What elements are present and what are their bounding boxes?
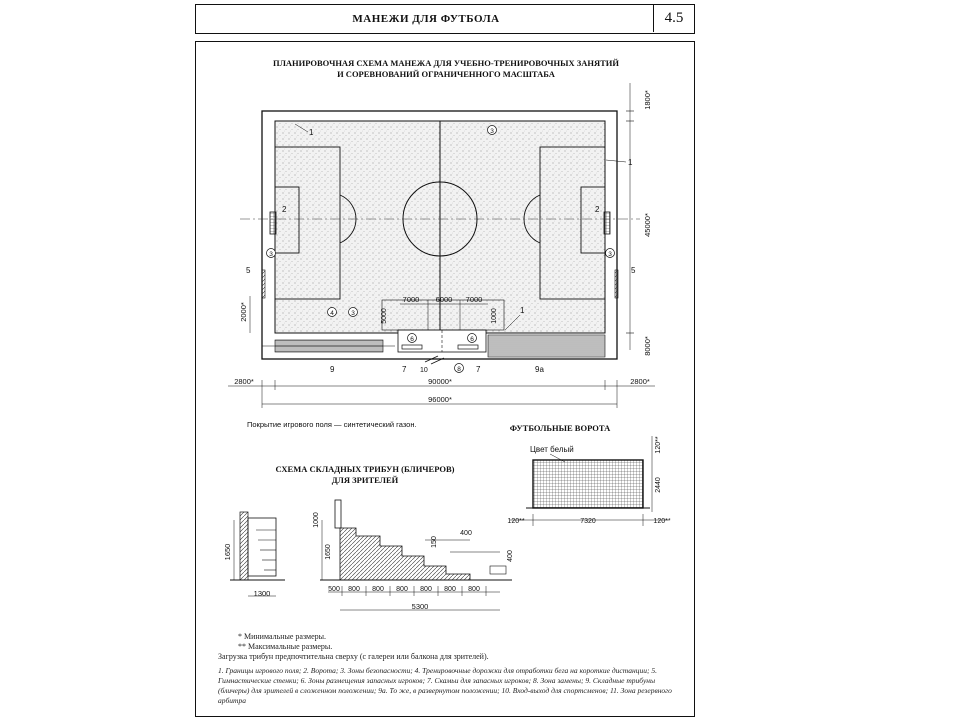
goal-dim-height: 2440 bbox=[655, 477, 662, 493]
goal-net bbox=[532, 459, 644, 509]
goal-color-label: Цвет белый bbox=[530, 445, 574, 454]
sheet-header: МАНЕЖИ ДЛЯ ФУТБОЛА 4.5 bbox=[195, 4, 695, 34]
open-dim-h2: 1650 bbox=[325, 544, 332, 560]
sheet-number: 4.5 bbox=[653, 5, 694, 32]
callout-9a: 9а bbox=[535, 365, 544, 374]
dim-field-width: 90000* bbox=[428, 377, 452, 386]
callout-10: 10 bbox=[420, 367, 428, 374]
drawing-sheet bbox=[195, 41, 695, 717]
dim-right-margin: 2800* bbox=[630, 377, 650, 386]
goal-right bbox=[603, 211, 611, 235]
callout-3a: 3 bbox=[490, 128, 494, 135]
callout-2b: 2 bbox=[595, 205, 600, 214]
callout-1b: 1 bbox=[628, 158, 633, 167]
callout-7b: 7 bbox=[476, 365, 481, 374]
footnotes: * Минимальные размеры. ** Максимальные р… bbox=[218, 632, 688, 706]
callout-7a: 7 bbox=[402, 365, 407, 374]
dim-bench-height: 5000 bbox=[381, 308, 388, 324]
dim-bench-2: 6000 bbox=[436, 295, 453, 304]
callout-3b: 3 bbox=[269, 251, 273, 258]
dim-bench-1: 7000 bbox=[403, 295, 420, 304]
bench-zone-outline bbox=[381, 299, 505, 331]
goal-dim-top: 120** bbox=[655, 436, 662, 453]
goal-title: ФУТБОЛЬНЫЕ ВОРОТА bbox=[510, 423, 611, 433]
stands-folded-section: 1650 1300 bbox=[223, 511, 285, 598]
open-step-width-label: 800 bbox=[372, 586, 384, 593]
goal-dim-left: 120** bbox=[507, 518, 524, 525]
dim-top-right: 1800* bbox=[643, 90, 652, 110]
footnote-min: * Минимальные размеры. bbox=[238, 632, 327, 641]
callout-6a: 6 bbox=[410, 336, 414, 343]
open-step-width-label: 500 bbox=[328, 586, 340, 593]
dim-right-bottom: 8000* bbox=[643, 336, 652, 356]
dim-total-width: 96000* bbox=[428, 395, 452, 404]
dim-bench-3: 7000 bbox=[466, 295, 483, 304]
open-step-width-label: 800 bbox=[348, 586, 360, 593]
folded-dim-width: 1300 bbox=[254, 589, 271, 598]
plan-title-line2: И СОРЕВНОВАНИЙ ОГРАНИЧЕННОГО МАСШТАБА bbox=[337, 69, 556, 79]
callout-1a: 1 bbox=[309, 128, 314, 137]
open-step-width-label: 800 bbox=[420, 586, 432, 593]
footnote-legend: 1. Границы игрового поля; 2. Ворота; 3. … bbox=[218, 666, 672, 705]
goal-dim-right: 120** bbox=[653, 518, 670, 525]
bleachers-folded bbox=[274, 339, 384, 353]
bleachers-unfolded bbox=[487, 334, 606, 358]
dim-bench-depth: 1000 bbox=[491, 308, 498, 324]
header-title: МАНЕЖИ ДЛЯ ФУТБОЛА bbox=[352, 12, 500, 25]
folded-dim-height: 1650 bbox=[223, 544, 232, 561]
open-step-width-label: 800 bbox=[396, 586, 408, 593]
dim-right-side: 45000* bbox=[643, 213, 652, 237]
open-step-widths: 500 800 800 800 800 800 800 bbox=[328, 586, 487, 596]
open-step-width-label: 800 bbox=[468, 586, 480, 593]
open-dim-step: 150 bbox=[431, 536, 438, 548]
gym-wall-left bbox=[261, 269, 266, 299]
stands-open-section: 1000 1650 150 400 400 500 800 800 800 800 800… bbox=[313, 499, 514, 611]
plan-dimensions: 1800* 45000* 8000* 2000* 5000 7000 6000 … bbox=[228, 83, 655, 408]
plan-note: Покрытие игрового поля — синтетический г… bbox=[247, 420, 417, 429]
stands-title-line1: СХЕМА СКЛАДНЫХ ТРИБУН (БЛИЧЕРОВ) bbox=[276, 464, 455, 474]
callout-3d: 3 bbox=[351, 310, 355, 317]
open-step-width-label: 800 bbox=[444, 586, 456, 593]
hall-boundary bbox=[261, 110, 618, 360]
callout-1c: 1 bbox=[520, 306, 525, 315]
goal-elevation: Цвет белый 120** 2440 120** 7320 120** bbox=[507, 436, 671, 526]
bench-left bbox=[401, 344, 423, 350]
callout-3c: 3 bbox=[608, 251, 612, 258]
callout-2a: 2 bbox=[282, 205, 287, 214]
stands-steps bbox=[339, 527, 471, 581]
gym-wall-right bbox=[614, 269, 619, 299]
open-dim-total: 5300 bbox=[412, 602, 429, 611]
footnote-max: ** Максимальные размеры. bbox=[238, 642, 333, 651]
open-dim-tread: 400 bbox=[460, 530, 472, 537]
callout-9: 9 bbox=[330, 365, 335, 374]
football-hall-plan bbox=[240, 110, 640, 365]
open-dim-h1: 1000 bbox=[313, 512, 320, 528]
callout-5b: 5 bbox=[631, 266, 636, 275]
footnote-load: Загрузка трибун предпочтительна сверху (… bbox=[218, 652, 489, 661]
plan-callouts: 1 3 1 2 2 3 3 5 5 4 3 1 6 6 9 7 10 8 7 9… bbox=[246, 123, 636, 374]
goal-left bbox=[269, 211, 277, 235]
bench-right bbox=[457, 344, 479, 350]
callout-4: 4 bbox=[330, 310, 334, 317]
callout-6b: 6 bbox=[470, 336, 474, 343]
dim-left-margin: 2800* bbox=[234, 377, 254, 386]
plan-title-line1: ПЛАНИРОВОЧНАЯ СХЕМА МАНЕЖА ДЛЯ УЧЕБНО-ТР… bbox=[273, 58, 619, 68]
dim-left-side: 2000* bbox=[239, 302, 248, 322]
open-dim-rise: 400 bbox=[507, 550, 514, 562]
callout-5a: 5 bbox=[246, 266, 251, 275]
stands-title-line2: ДЛЯ ЗРИТЕЛЕЙ bbox=[332, 475, 399, 485]
callout-8: 8 bbox=[457, 366, 461, 373]
goal-dim-width: 7320 bbox=[580, 518, 596, 525]
entrance-arrow bbox=[424, 355, 445, 365]
